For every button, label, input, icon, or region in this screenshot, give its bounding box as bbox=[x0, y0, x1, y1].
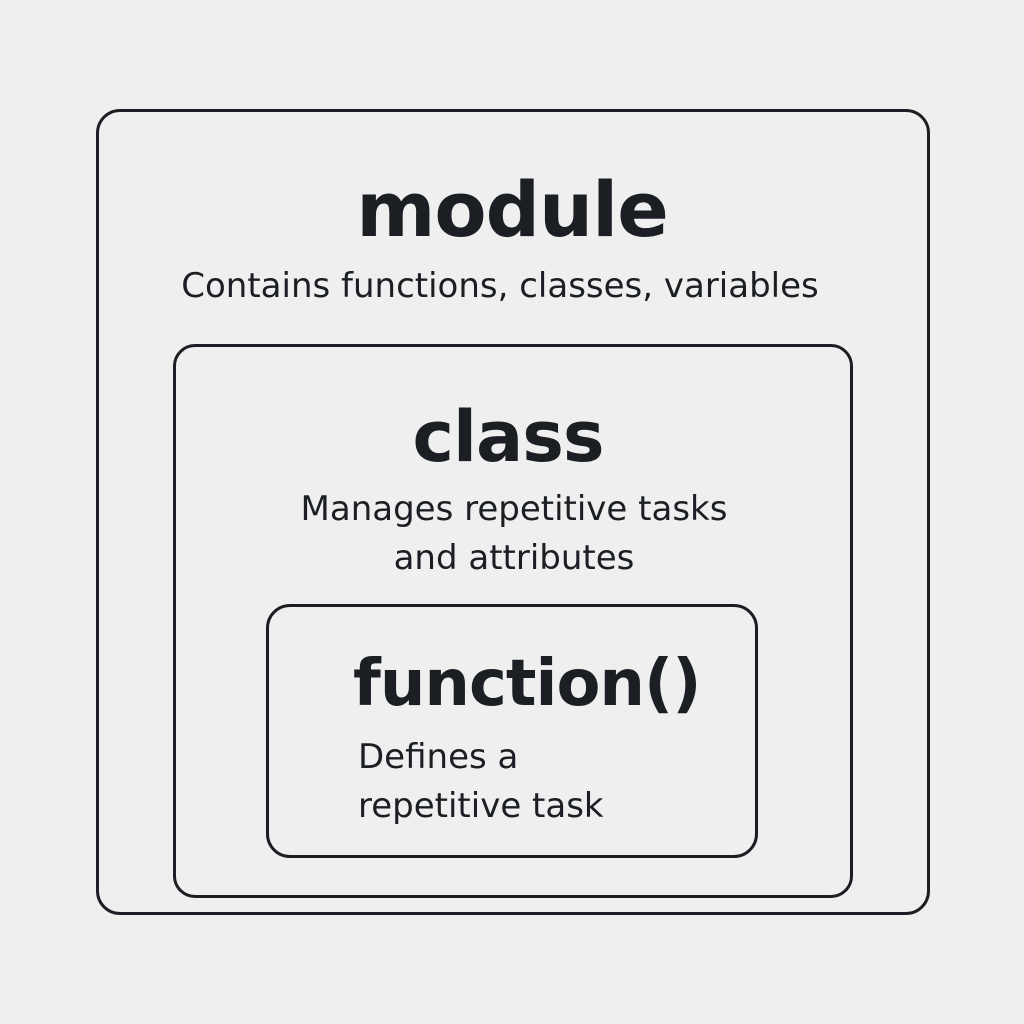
function-box bbox=[266, 604, 758, 858]
function-title: function() bbox=[353, 647, 701, 721]
class-description-line-1: Manages repetitive tasks bbox=[300, 489, 728, 529]
function-description: Defines a repetitive task bbox=[358, 733, 604, 831]
module-box bbox=[96, 109, 930, 915]
module-title: module bbox=[356, 165, 669, 254]
class-description-line-2: and attributes bbox=[393, 538, 635, 578]
class-title: class bbox=[412, 396, 604, 478]
module-description: Contains functions, classes, variables bbox=[181, 266, 819, 306]
function-description-line-1: Defines a bbox=[358, 737, 519, 777]
function-description-line-2: repetitive task bbox=[358, 786, 604, 826]
class-description: Manages repetitive tasks and attributes bbox=[0, 485, 1024, 583]
class-box bbox=[173, 344, 853, 898]
